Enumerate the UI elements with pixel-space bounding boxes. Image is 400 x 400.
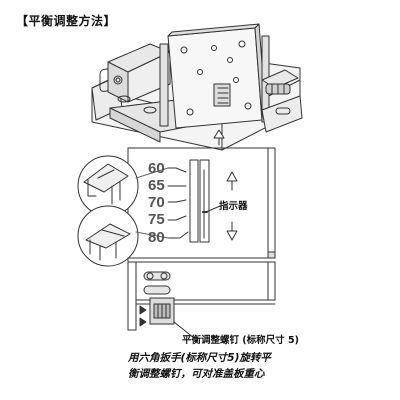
- scale-mark-75: 75: [148, 211, 165, 228]
- scale-mark-70: 70: [148, 194, 165, 211]
- diagram-title: 【平衡调整方法】: [16, 14, 117, 28]
- caption-line-1: 用六角扳手(标称尺寸5)旋转平: [128, 352, 271, 364]
- zoom-circle-bottom: [77, 205, 139, 267]
- scale-mark-65: 65: [148, 177, 165, 194]
- scale-leader-lines: [167, 167, 221, 239]
- indicator-pointer-arrow: [213, 129, 225, 146]
- scale-mark-80: 80: [148, 229, 165, 246]
- arrow-up-icon: [226, 171, 238, 191]
- balance-adjustment-screw: [139, 297, 195, 339]
- indicator-label: 指示器: [219, 201, 248, 212]
- caption-line-2: 衡调整螺钉，可对准盖板重心: [128, 368, 265, 380]
- balance-scale: [189, 159, 210, 243]
- arrow-down-icon: [226, 221, 238, 241]
- hinge-mechanism-icon: [91, 23, 303, 151]
- scale-mark-60: 60: [148, 160, 165, 177]
- screw-label: 平衡调整螺钉 (标称尺寸 5): [182, 335, 299, 346]
